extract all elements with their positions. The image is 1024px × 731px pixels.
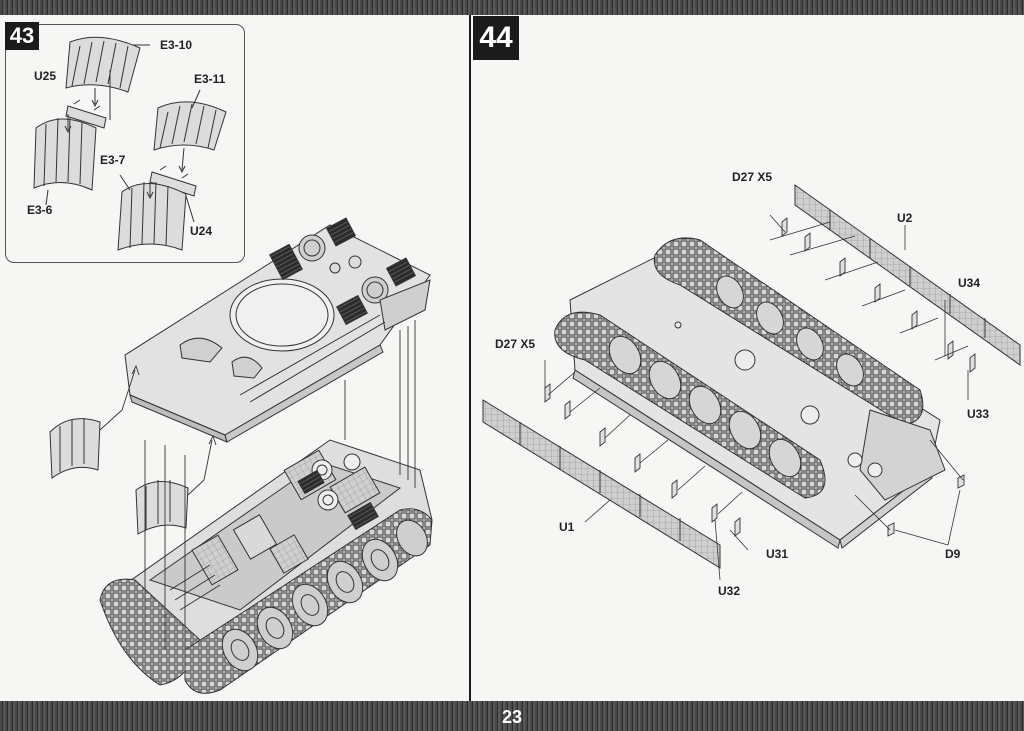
assembly-guides-left [99, 320, 416, 660]
label-u25: U25 [34, 69, 57, 83]
assembly-guides-right [544, 214, 969, 581]
label-d9: D9 [945, 547, 961, 561]
side-skirt-u2 [794, 184, 1021, 366]
label-d27-left: D27 X5 [495, 337, 536, 351]
lower-hull [99, 439, 433, 694]
step-44-badge: 44 [473, 16, 519, 60]
part-e3-10 [65, 36, 141, 93]
inset-parts [33, 36, 227, 251]
label-u31: U31 [766, 547, 789, 561]
inset-arrows [45, 44, 201, 223]
label-e3-6: E3-6 [27, 203, 53, 217]
fender-parts-left [49, 418, 189, 535]
label-e3-7: E3-7 [100, 153, 126, 167]
bottom-border-band [0, 701, 1024, 731]
skirt-brackets [544, 217, 976, 537]
top-border-band [0, 0, 1024, 15]
leader-lines [584, 225, 961, 546]
label-u1: U1 [559, 520, 575, 534]
inverted-hull [554, 237, 946, 549]
label-u32: U32 [718, 584, 741, 598]
side-skirt-u1 [482, 399, 721, 569]
label-e3-11: E3-11 [194, 72, 226, 86]
sub-assembly-inset [5, 24, 245, 263]
part-u24 [149, 165, 197, 197]
label-e3-10: E3-10 [160, 38, 193, 52]
label-u33: U33 [967, 407, 990, 421]
part-e3-6 [33, 117, 97, 191]
label-d27-top: D27 X5 [732, 170, 773, 184]
label-u24: U24 [190, 224, 213, 238]
part-e3-11 [153, 101, 227, 151]
part-e3-7 [117, 181, 187, 251]
page-number: 23 [501, 707, 523, 727]
step-43-badge: 43 [5, 22, 39, 50]
label-u2: U2 [897, 211, 913, 225]
upper-hull-deck [124, 217, 431, 443]
part-u25 [65, 99, 107, 129]
label-u34: U34 [958, 276, 981, 290]
page-divider [469, 15, 471, 701]
